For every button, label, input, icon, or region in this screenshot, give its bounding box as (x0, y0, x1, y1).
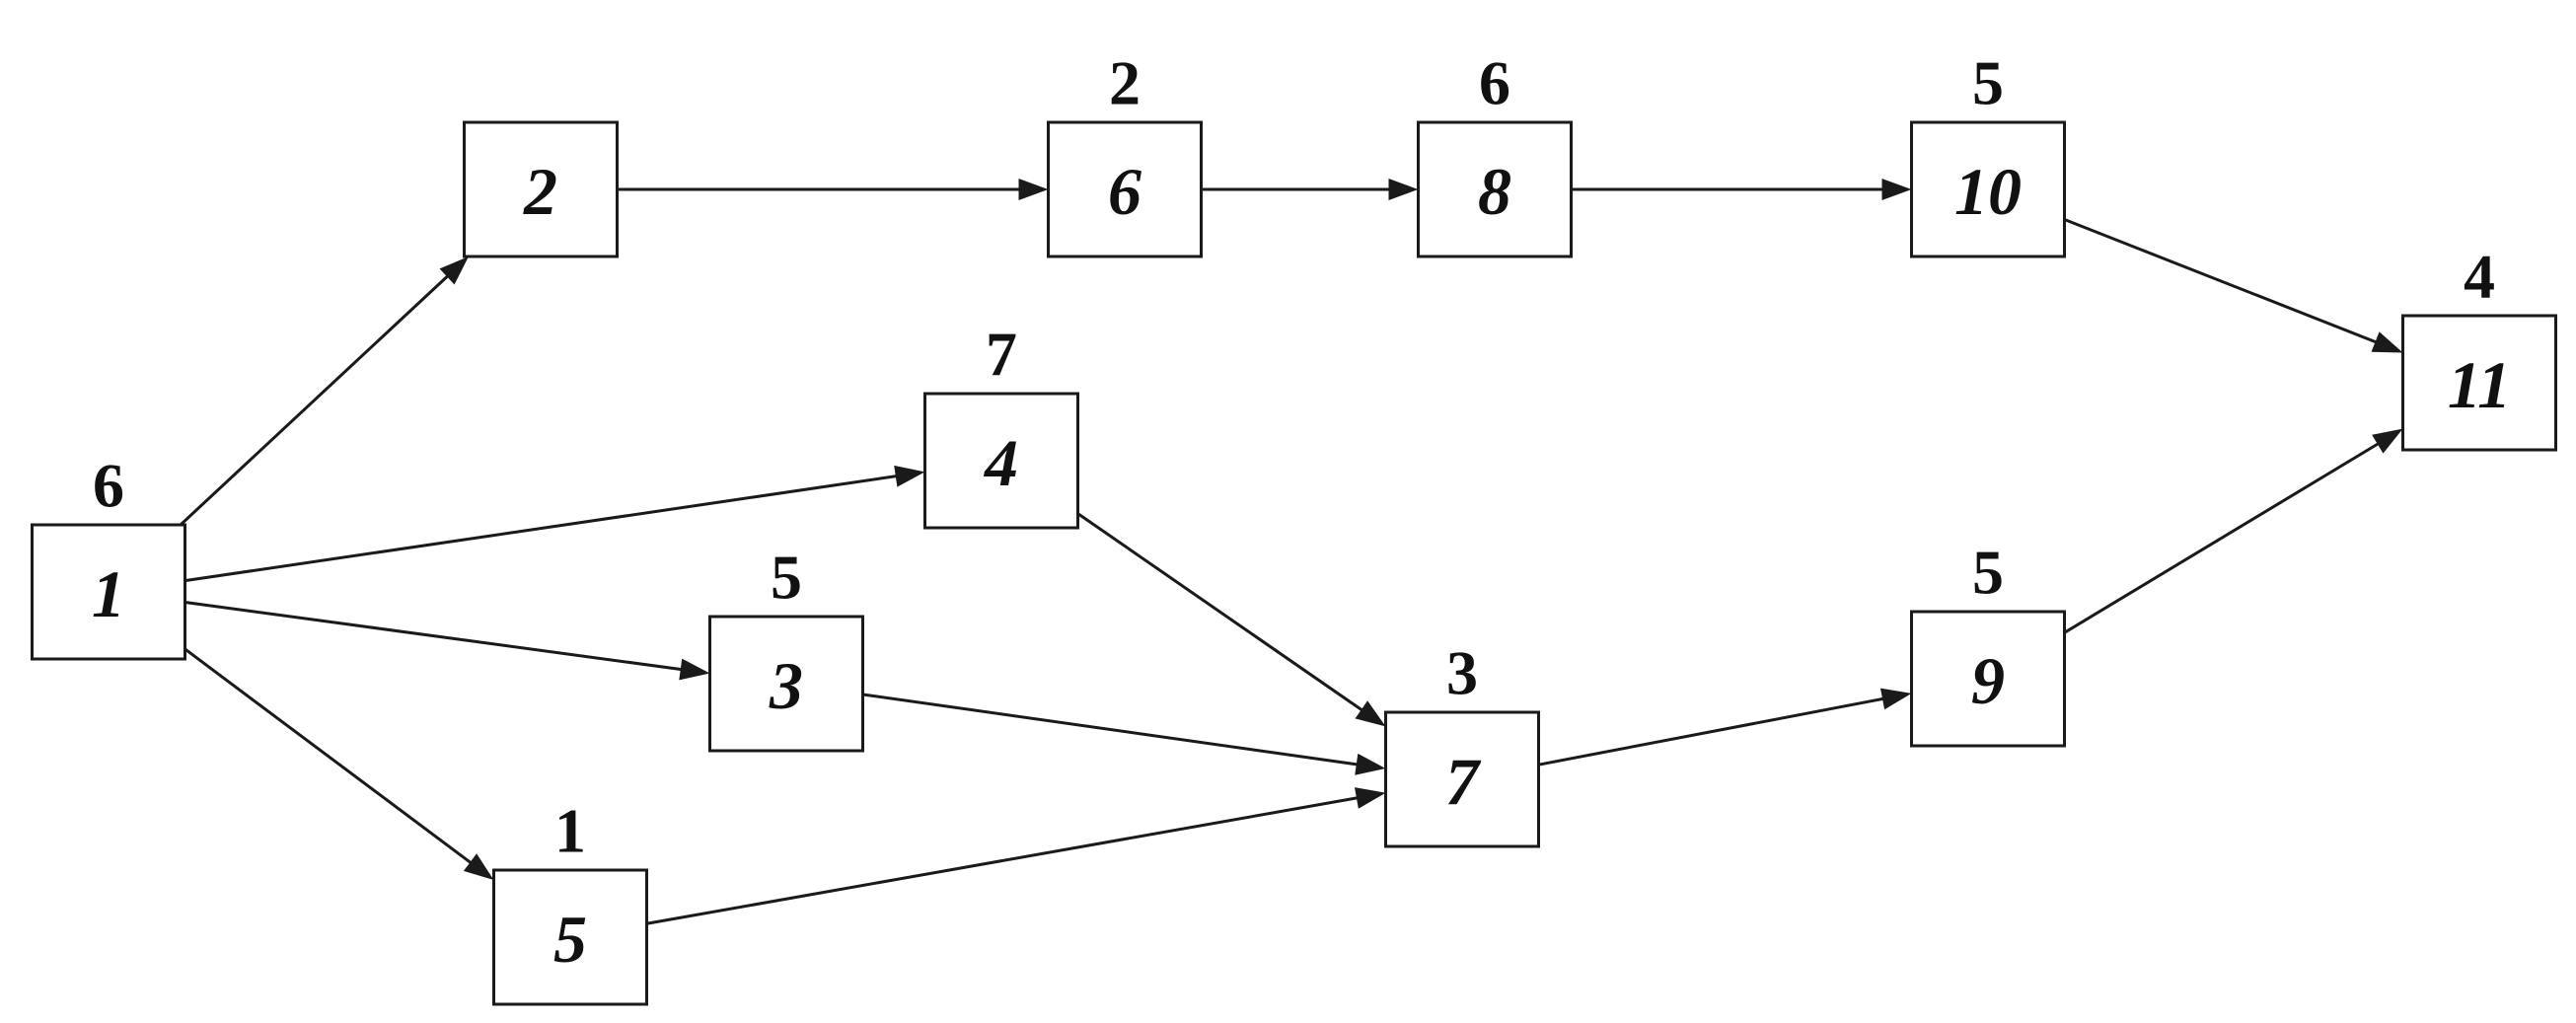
node-5: 51 (492, 796, 648, 1006)
edge-line (862, 693, 1361, 767)
edge-line (1538, 696, 1887, 767)
arrowhead-icon (1018, 179, 1049, 200)
edge-line (184, 474, 900, 583)
node-weight-label: 3 (1446, 638, 1478, 708)
edge-line (179, 272, 451, 527)
node-box (2401, 314, 2557, 452)
edge-5-to-7 (646, 787, 1386, 925)
node-id-label: 10 (1954, 154, 2022, 229)
node-box (31, 523, 186, 661)
node-id-label: 1 (92, 556, 125, 631)
edge-1-to-3 (184, 601, 710, 681)
edge-9-to-11 (2063, 428, 2403, 634)
edge-line (646, 795, 1362, 925)
node-3: 35 (708, 543, 864, 753)
node-8: 86 (1417, 48, 1573, 258)
node-box (492, 868, 648, 1006)
arrowhead-icon (1388, 179, 1419, 200)
edge-1-to-5 (184, 647, 494, 881)
node-9: 95 (1910, 538, 2066, 748)
node-id-label: 11 (2448, 347, 2511, 422)
node-id-label: 9 (1971, 643, 2005, 718)
node-7: 73 (1384, 638, 1540, 848)
arrowhead-icon (1355, 787, 1386, 809)
node-1: 16 (31, 451, 186, 661)
arrowhead-icon (2372, 428, 2403, 454)
arrowhead-icon (894, 465, 925, 487)
node-6: 62 (1047, 48, 1203, 258)
edge-4-to-7 (1076, 512, 1386, 727)
node-weight-label: 5 (1972, 48, 2004, 118)
edge-7-to-9 (1538, 688, 1912, 767)
edges-layer (179, 179, 2403, 925)
node-id-label: 8 (1478, 154, 1511, 229)
node-id-label: 5 (553, 902, 587, 977)
arrowhead-icon (2371, 331, 2403, 353)
node-id-label: 4 (983, 425, 1018, 500)
node-box (1384, 710, 1540, 848)
node-id-label: 7 (1445, 744, 1482, 819)
edge-line (184, 647, 475, 866)
node-box (1047, 120, 1203, 258)
node-box (463, 120, 619, 258)
node-box (923, 392, 1079, 530)
node-2: 2 (463, 120, 619, 258)
node-weight-label: 6 (93, 451, 124, 521)
edge-2-to-6 (617, 179, 1049, 200)
node-weight-label: 4 (2464, 242, 2495, 312)
edge-line (2063, 218, 2380, 345)
edge-line (184, 601, 685, 672)
edge-1-to-2 (179, 256, 469, 527)
node-id-label: 3 (769, 648, 803, 723)
edge-line (1076, 512, 1365, 713)
arrowhead-icon (1355, 753, 1386, 775)
arrowhead-icon (1355, 700, 1386, 727)
arrowhead-icon (1879, 688, 1912, 710)
node-weight-label: 2 (1109, 48, 1141, 118)
arrowhead-icon (1881, 179, 1912, 200)
node-10: 10 5 (1910, 48, 2066, 258)
node-id-label: 6 (1108, 154, 1141, 229)
node-box (708, 615, 864, 753)
arrowhead-icon (439, 256, 469, 285)
edge-3-to-7 (862, 693, 1386, 775)
edge-10-to-11 (2063, 218, 2403, 353)
node-id-label: 2 (523, 154, 557, 229)
node-weight-label: 5 (1972, 538, 2004, 608)
edge-8-to-10 (1571, 179, 1912, 200)
edge-6-to-8 (1201, 179, 1419, 200)
node-weight-label: 7 (986, 320, 1017, 390)
node-11: 11 4 (2401, 242, 2557, 452)
node-4: 47 (923, 320, 1079, 530)
edge-1-to-4 (184, 465, 925, 583)
arrowhead-icon (679, 658, 710, 681)
arrowhead-icon (463, 853, 494, 881)
node-box (1910, 610, 2066, 748)
node-weight-label: 1 (554, 796, 586, 866)
node-weight-label: 6 (1479, 48, 1510, 118)
node-weight-label: 5 (771, 543, 802, 613)
node-box (1910, 120, 2066, 258)
node-box (1417, 120, 1573, 258)
edge-line (2063, 440, 2383, 634)
